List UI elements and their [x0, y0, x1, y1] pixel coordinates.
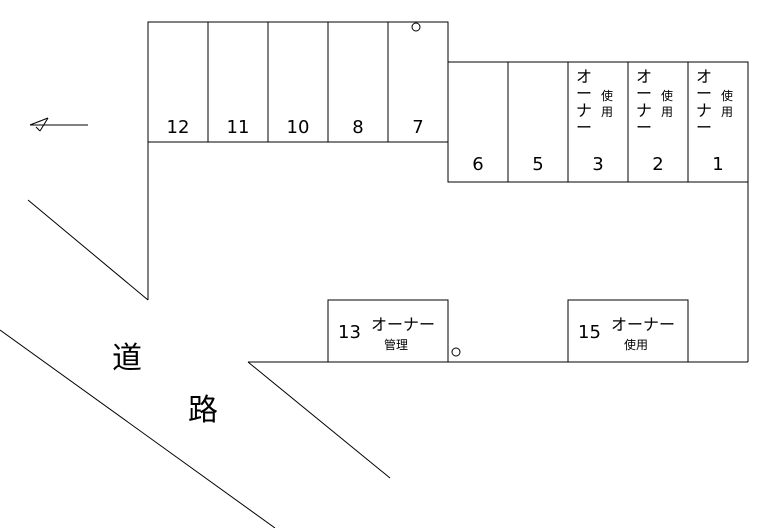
road-edge-lower-left	[0, 329, 276, 528]
space-2-use-char: 用	[661, 105, 673, 119]
space-3-owner-char: ナ	[576, 101, 592, 120]
space-13-number: 13	[338, 322, 361, 343]
space-3-owner-char: ー	[576, 84, 592, 103]
space-3-owner-char: オ	[576, 67, 592, 86]
space-3-use-char: 使	[601, 88, 613, 103]
marker-circle-bottom	[451, 347, 461, 357]
road-edge-lower-right	[247, 361, 391, 479]
space-15-owner: オーナー	[611, 315, 675, 334]
road-label-char-1: 道	[112, 341, 142, 376]
parking-space-12-number: 12	[167, 117, 190, 138]
space-1-owner-char: ー	[696, 118, 712, 137]
space-1-use-char: 用	[721, 105, 733, 119]
parking-space-5-number: 5	[532, 154, 543, 175]
parking-space-13	[327, 299, 449, 363]
parking-space-10-number: 10	[287, 117, 310, 138]
road-edge-upper	[27, 199, 149, 301]
parking-space-11-number: 11	[227, 117, 250, 138]
space-1-owner-char: ナ	[696, 101, 712, 120]
parking-block-upper-right	[447, 61, 749, 183]
parking-space-8-number: 8	[352, 117, 363, 138]
space-15-number: 15	[578, 322, 601, 343]
space-15-note: 使用	[624, 337, 648, 352]
space-2-owner-char: ナ	[636, 101, 652, 120]
parking-space-15	[567, 299, 689, 363]
space-3-use-char: 用	[601, 105, 613, 119]
space-2-use-char: 使	[661, 88, 673, 103]
parking-space-2-number: 2	[652, 154, 663, 175]
space-2-owner-char: ー	[636, 118, 652, 137]
space-1-owner-char: ー	[696, 84, 712, 103]
space-2-owner-char: オ	[636, 67, 652, 86]
space-2-owner-char: ー	[636, 84, 652, 103]
north-arrow-icon	[29, 117, 88, 132]
parking-space-7-number: 7	[412, 117, 423, 138]
space-13-note: 管理	[384, 337, 408, 352]
marker-circle-top	[411, 22, 421, 32]
parking-space-1-number: 1	[712, 154, 723, 175]
space-1-use-char: 使	[721, 88, 733, 103]
space-3-owner-char: ー	[576, 118, 592, 137]
parking-space-3-number: 3	[592, 154, 603, 175]
parking-space-6-number: 6	[472, 154, 483, 175]
space-13-owner: オーナー	[371, 315, 435, 334]
space-1-owner-char: オ	[696, 67, 712, 86]
road-label-char-2: 路	[188, 393, 218, 428]
